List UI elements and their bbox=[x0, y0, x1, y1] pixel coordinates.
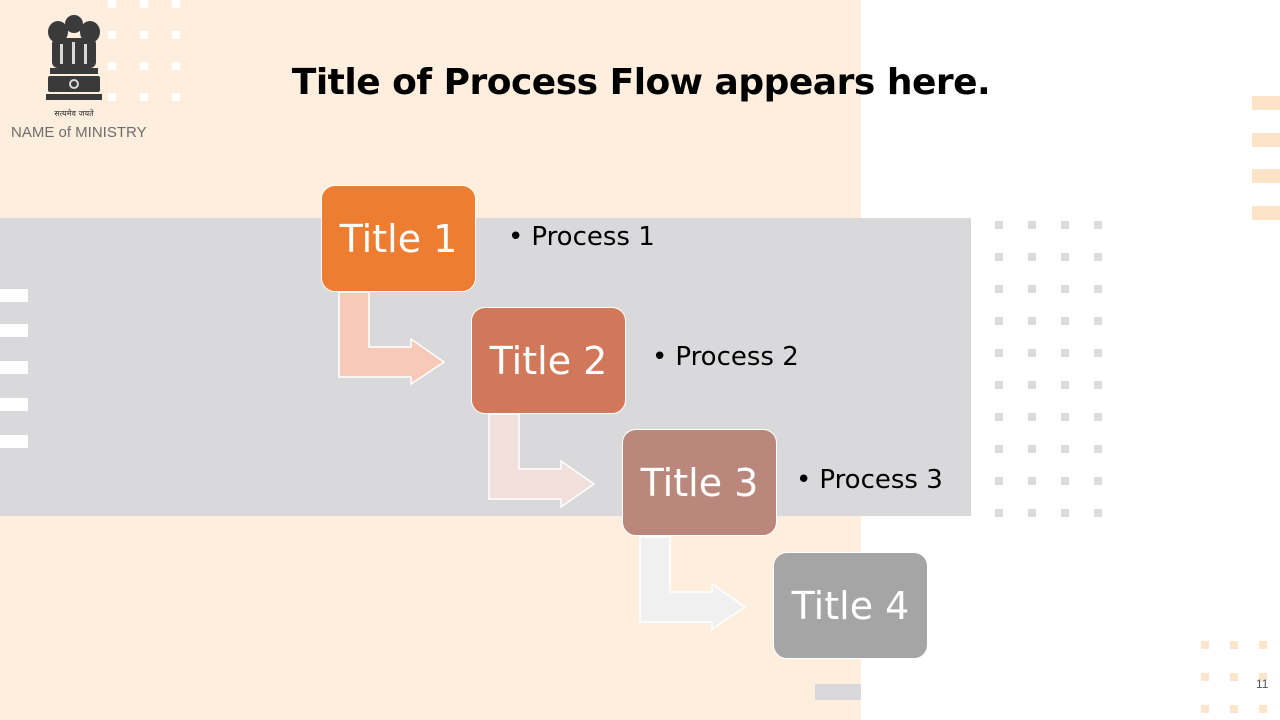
decor-dot bbox=[108, 93, 116, 101]
decor-dot bbox=[995, 477, 1003, 485]
decor-dot bbox=[1259, 705, 1267, 713]
decor-dash bbox=[0, 398, 28, 411]
page-number: 11 bbox=[1256, 677, 1269, 691]
decor-dot bbox=[1028, 445, 1036, 453]
decor-dot bbox=[172, 0, 180, 8]
decor-dot bbox=[1259, 673, 1267, 681]
decor-dot bbox=[108, 31, 116, 39]
decor-bar bbox=[1252, 206, 1280, 220]
connector-arrow-1 bbox=[338, 291, 446, 386]
decor-dot bbox=[995, 253, 1003, 261]
decor-dot bbox=[1094, 445, 1102, 453]
decor-dot bbox=[1061, 477, 1069, 485]
decor-dot bbox=[995, 221, 1003, 229]
decor-dot bbox=[1061, 349, 1069, 357]
decor-dot bbox=[1230, 705, 1238, 713]
decor-dot bbox=[1094, 285, 1102, 293]
decor-dash bbox=[0, 289, 28, 302]
decor-dot bbox=[1094, 221, 1102, 229]
decor-dot bbox=[995, 381, 1003, 389]
decor-bar bbox=[1252, 169, 1280, 183]
decor-dot bbox=[1028, 477, 1036, 485]
process-item-2: •Process 2 bbox=[652, 342, 799, 372]
decor-dash bbox=[0, 435, 28, 448]
bullet-icon: • bbox=[508, 222, 524, 252]
decor-dot bbox=[108, 62, 116, 70]
decor-bar bbox=[1252, 96, 1280, 110]
process-label: Process 1 bbox=[531, 222, 655, 252]
decor-dot bbox=[172, 62, 180, 70]
decor-bar bbox=[1252, 133, 1280, 147]
decor-dot bbox=[1201, 673, 1209, 681]
decor-dash bbox=[0, 324, 28, 337]
decor-dot bbox=[1094, 317, 1102, 325]
decor-dot bbox=[1094, 477, 1102, 485]
ministry-name: NAME of MINISTRY bbox=[11, 124, 147, 141]
process-item-3: •Process 3 bbox=[796, 465, 943, 495]
step-title-2: Title 2 bbox=[471, 307, 626, 414]
decor-dot bbox=[995, 445, 1003, 453]
decor-dot bbox=[140, 93, 148, 101]
decor-dot bbox=[1094, 509, 1102, 517]
decor-dot bbox=[1028, 413, 1036, 421]
decor-dot bbox=[1094, 381, 1102, 389]
decor-dot bbox=[1028, 381, 1036, 389]
decor-dot bbox=[140, 0, 148, 8]
decor-dot bbox=[1201, 641, 1209, 649]
decor-dot bbox=[1061, 285, 1069, 293]
decor-dot bbox=[995, 317, 1003, 325]
decor-dot bbox=[172, 93, 180, 101]
decor-dot bbox=[172, 31, 180, 39]
decor-gray-bar bbox=[815, 684, 861, 700]
decor-dot bbox=[995, 509, 1003, 517]
decor-dot bbox=[1259, 641, 1267, 649]
step-title-1: Title 1 bbox=[321, 185, 476, 292]
page-title: Title of Process Flow appears here. bbox=[291, 62, 991, 103]
bullet-icon: • bbox=[796, 465, 812, 495]
decor-dot bbox=[1061, 413, 1069, 421]
decor-dot bbox=[1230, 673, 1238, 681]
step-title-4: Title 4 bbox=[773, 552, 928, 659]
connector-arrow-3 bbox=[639, 536, 747, 631]
national-emblem-icon bbox=[38, 10, 110, 106]
decor-dot bbox=[1028, 253, 1036, 261]
emblem-motto: सत्यमेव जयते bbox=[54, 109, 94, 118]
connector-arrow-2 bbox=[488, 413, 596, 509]
decor-dot bbox=[1201, 705, 1209, 713]
decor-dot bbox=[1028, 221, 1036, 229]
decor-dot bbox=[1028, 285, 1036, 293]
decor-dot bbox=[1028, 509, 1036, 517]
decor-dot bbox=[1061, 381, 1069, 389]
decor-dash bbox=[0, 361, 28, 374]
decor-dot bbox=[1094, 413, 1102, 421]
decor-dot bbox=[1094, 349, 1102, 357]
decor-dot bbox=[1061, 221, 1069, 229]
decor-dot bbox=[108, 0, 116, 8]
decor-dot bbox=[995, 349, 1003, 357]
decor-dot bbox=[1230, 641, 1238, 649]
process-label: Process 3 bbox=[819, 465, 943, 495]
process-item-1: •Process 1 bbox=[508, 222, 655, 252]
step-title-3: Title 3 bbox=[622, 429, 777, 536]
decor-dot bbox=[140, 31, 148, 39]
decor-dot bbox=[1061, 253, 1069, 261]
decor-dot bbox=[1061, 317, 1069, 325]
decor-dot bbox=[995, 413, 1003, 421]
decor-dot bbox=[1028, 349, 1036, 357]
process-label: Process 2 bbox=[675, 342, 799, 372]
decor-dot bbox=[1094, 253, 1102, 261]
decor-dot bbox=[995, 285, 1003, 293]
bullet-icon: • bbox=[652, 342, 668, 372]
decor-dot bbox=[1061, 445, 1069, 453]
decor-dot bbox=[1061, 509, 1069, 517]
decor-dot bbox=[1028, 317, 1036, 325]
decor-dot bbox=[140, 62, 148, 70]
